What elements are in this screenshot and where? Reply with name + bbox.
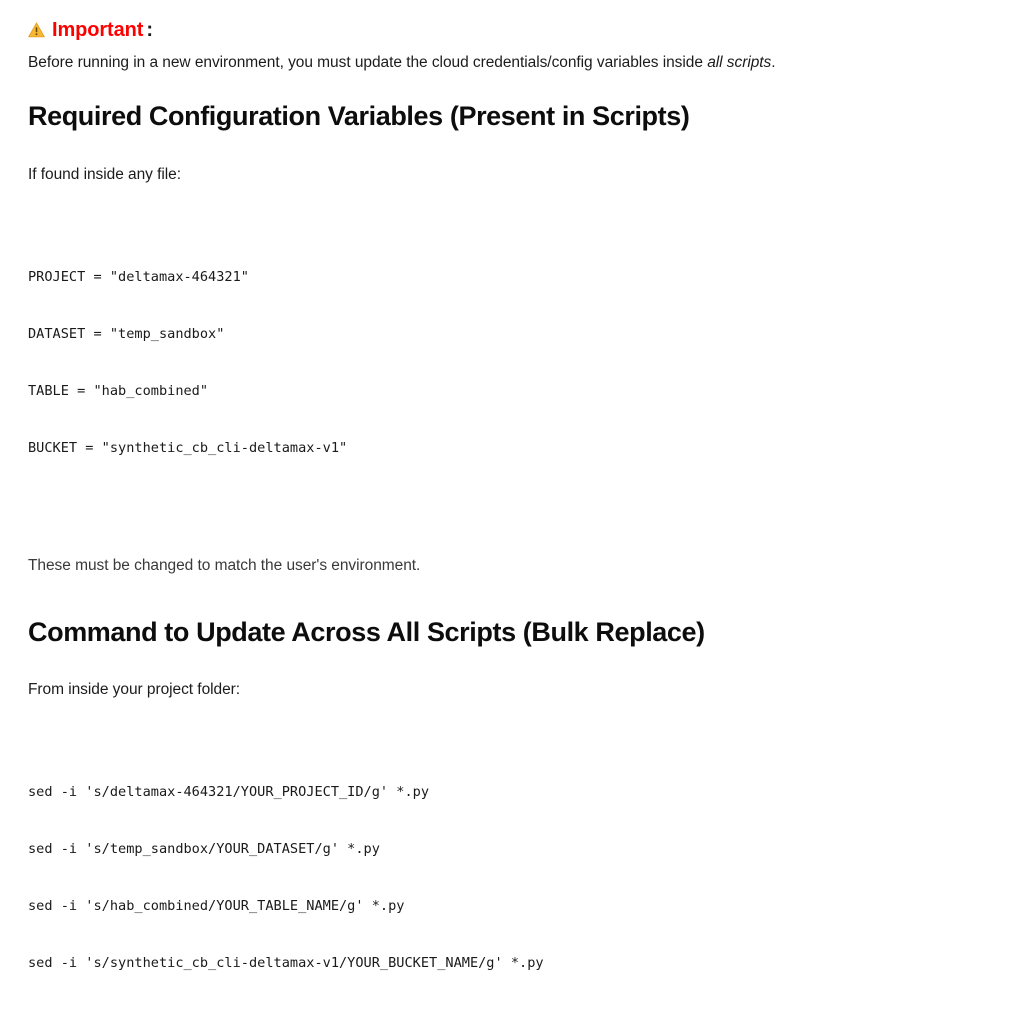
important-colon: : xyxy=(146,19,153,41)
intro-paragraph: Before running in a new environment, you… xyxy=(28,52,983,74)
code-line: TABLE = "hab_combined" xyxy=(28,383,209,400)
intro-text-before: Before running in a new environment, you… xyxy=(28,54,708,71)
code-block-sed-commands[interactable]: sed -i 's/deltamax-464321/YOUR_PROJECT_I… xyxy=(28,744,983,1011)
intro-emphasis: all scripts xyxy=(707,54,772,71)
section-2-lead: From inside your project folder: xyxy=(28,681,241,699)
code-line: sed -i 's/deltamax-464321/YOUR_PROJECT_I… xyxy=(28,783,430,800)
document-page: Important: Before running in a new envir… xyxy=(28,19,776,971)
warning-triangle-icon xyxy=(28,22,45,38)
code-block-config-variables[interactable]: PROJECT = "deltamax-464321" DATASET = "t… xyxy=(28,230,983,497)
section-1-lead: If found inside any file: xyxy=(28,165,181,183)
code-line: sed -i 's/synthetic_cb_cli-deltamax-v1/Y… xyxy=(28,954,544,971)
section-1-note: These must be changed to match the user'… xyxy=(28,557,421,575)
code-line: sed -i 's/temp_sandbox/YOUR_DATASET/g' *… xyxy=(28,840,380,857)
intro-text-after: . xyxy=(771,54,776,71)
code-line: PROJECT = "deltamax-464321" xyxy=(28,269,249,286)
important-callout: Important: xyxy=(28,0,983,43)
code-line: DATASET = "temp_sandbox" xyxy=(28,326,225,343)
code-line: sed -i 's/hab_combined/YOUR_TABLE_NAME/g… xyxy=(28,897,405,914)
important-label: Important xyxy=(52,19,144,41)
section-heading-command-to-update: Command to Update Across All Scripts (Bu… xyxy=(28,616,705,647)
section-heading-required-configuration-variables: Required Configuration Variables (Presen… xyxy=(28,101,690,132)
code-line: BUCKET = "synthetic_cb_cli-deltamax-v1" xyxy=(28,440,348,457)
